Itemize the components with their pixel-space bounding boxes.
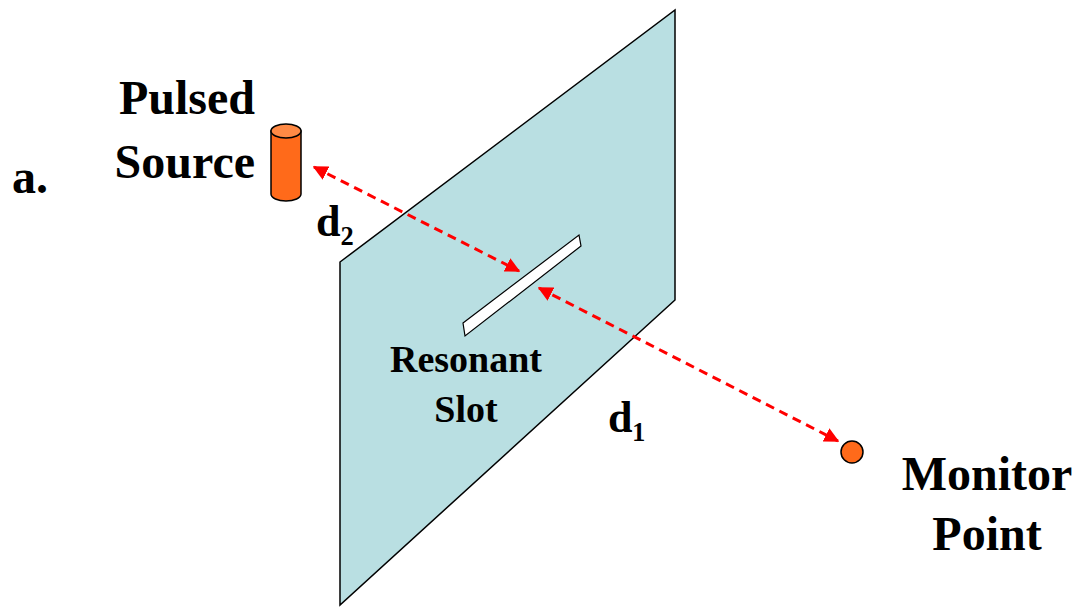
pulsed-source-cylinder bbox=[271, 124, 301, 201]
distance-label: d₂ bbox=[316, 196, 354, 248]
source-label: Pulsed Source bbox=[85, 66, 255, 194]
monitor-label: Monitor Point bbox=[887, 444, 1087, 564]
distance-arrow bbox=[539, 288, 838, 441]
metal-plate bbox=[340, 10, 675, 605]
panel-letter: a. bbox=[12, 148, 48, 206]
monitor-point-dot bbox=[841, 441, 863, 463]
slot-label: Resonant Slot bbox=[366, 334, 566, 434]
distance-label: d₁ bbox=[608, 392, 646, 444]
distance-arrow bbox=[314, 167, 519, 271]
